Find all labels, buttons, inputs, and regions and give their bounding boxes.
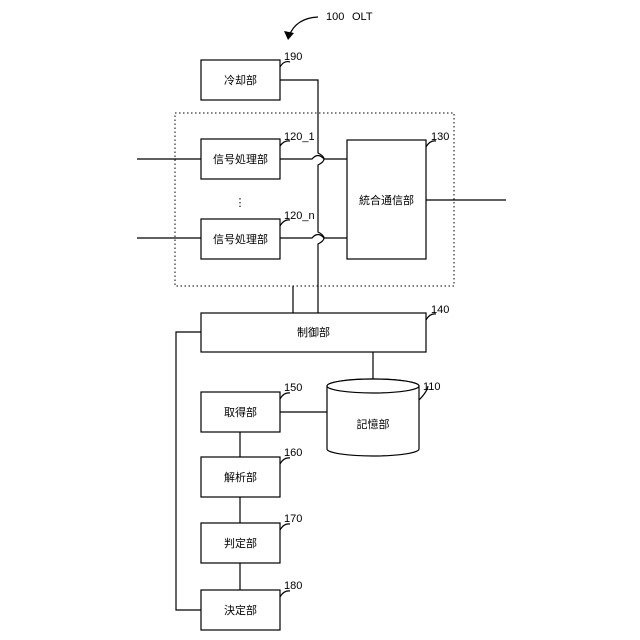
signal-ellipsis: ⋮ [235, 196, 246, 209]
control-to-decision [176, 332, 201, 610]
svg-text:冷却部: 冷却部 [224, 73, 257, 87]
svg-text:解析部: 解析部 [224, 470, 257, 484]
control-block: 制御部 [201, 313, 426, 352]
storage-cylinder: 記憶部 [327, 379, 419, 456]
cooling-wire [280, 80, 324, 313]
title-number: 100 [326, 11, 344, 23]
svg-text:判定部: 判定部 [224, 536, 257, 550]
signal1-ref: 120_1 [284, 131, 315, 143]
acquisition-ref: 150 [284, 382, 302, 394]
svg-text:記憶部: 記憶部 [357, 417, 390, 431]
analysis-block: 解析部 [201, 457, 280, 497]
judgment-ref: 170 [284, 513, 302, 525]
judgment-block: 判定部 [201, 523, 280, 563]
svg-text:決定部: 決定部 [224, 603, 257, 617]
svg-text:信号処理部: 信号処理部 [213, 232, 268, 246]
analysis-ref: 160 [284, 447, 302, 459]
signal1-to-comm [280, 156, 347, 160]
decision-ref: 180 [284, 580, 302, 592]
acquisition-block: 取得部 [201, 392, 280, 432]
signaln-to-comm [280, 235, 347, 239]
title-arrow-head [284, 31, 294, 40]
svg-text:取得部: 取得部 [224, 405, 257, 419]
title-name: OLT [352, 11, 373, 23]
svg-text:信号処理部: 信号処理部 [213, 152, 268, 166]
storage-ref: 110 [423, 381, 441, 393]
cooling-ref: 190 [284, 51, 302, 63]
cooling-block: 冷却部 [201, 60, 280, 100]
integrated-comm-block: 統合通信部 [347, 140, 426, 259]
svg-text:制御部: 制御部 [297, 325, 330, 339]
control-ref: 140 [431, 304, 449, 316]
signaln-ref: 120_n [284, 210, 315, 222]
svg-text:統合通信部: 統合通信部 [359, 193, 414, 207]
comm-ref: 130 [431, 131, 449, 143]
signal-processing-block-1: 信号処理部 [201, 139, 280, 179]
decision-block: 決定部 [201, 590, 280, 630]
signal-processing-block-n: 信号処理部 [201, 219, 280, 259]
